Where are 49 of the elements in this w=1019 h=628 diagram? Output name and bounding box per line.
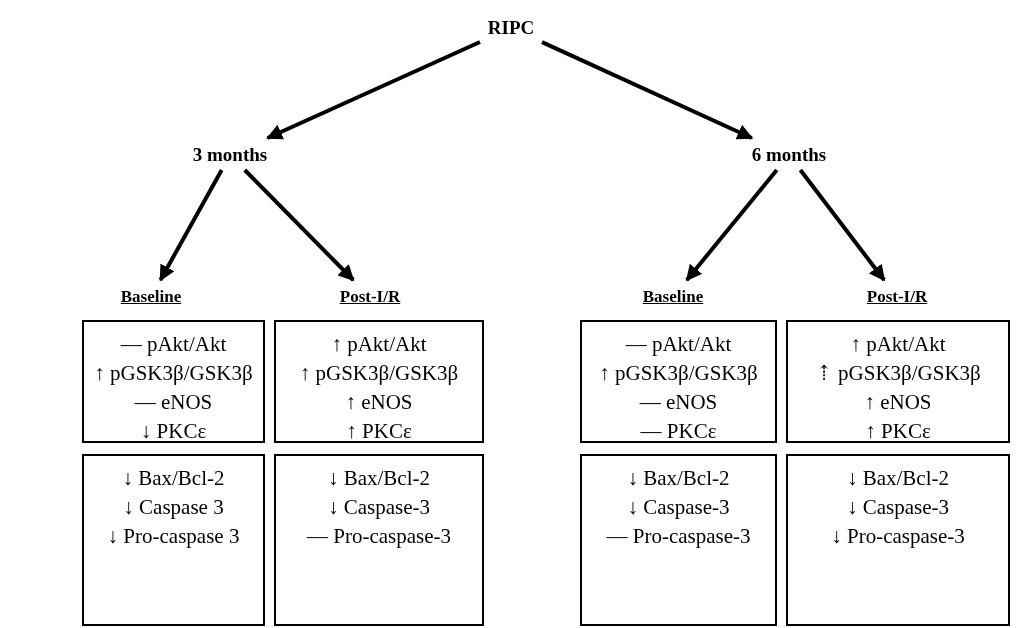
marker-change: ↑ eNOS bbox=[345, 389, 413, 416]
arrow bbox=[158, 169, 224, 282]
marker-change: ↑ pAkt/Akt bbox=[850, 331, 946, 358]
marker-list-box bbox=[580, 454, 777, 626]
branch-label: RIPC bbox=[487, 17, 535, 39]
marker-change: ↑ pGSK3β/GSK3β bbox=[94, 360, 253, 387]
arrow bbox=[266, 40, 481, 140]
marker-list-box bbox=[786, 320, 1010, 443]
group-heading: Baseline bbox=[642, 287, 704, 307]
marker-list-box bbox=[580, 320, 777, 443]
marker-change: ↑ pAkt/Akt bbox=[331, 331, 427, 358]
branch-label: 3 months bbox=[192, 144, 268, 166]
marker-list-box bbox=[82, 320, 265, 443]
arrow bbox=[541, 40, 754, 140]
marker-change: — Pro-caspase-3 bbox=[306, 523, 451, 550]
marker-change: ↑ pGSK3β/GSK3β bbox=[599, 360, 758, 387]
marker-change: ↑ PKCε bbox=[346, 418, 412, 445]
marker-change: ↑ eNOS bbox=[864, 389, 932, 416]
group-heading: Baseline bbox=[120, 287, 182, 307]
marker-change: ↑ pGSK3β/GSK3β bbox=[299, 360, 459, 387]
marker-change: ↑ PKCε bbox=[865, 418, 931, 445]
group-heading: Post-I/R bbox=[866, 287, 928, 307]
branch-label: 6 months bbox=[751, 144, 827, 166]
group-heading: Post-I/R bbox=[339, 287, 401, 307]
marker-change: ↓ Caspase-3 bbox=[327, 494, 431, 521]
marker-change: — pAkt/Akt bbox=[120, 331, 227, 358]
marker-change: ↓ Pro-caspase 3 bbox=[107, 523, 240, 550]
marker-change: ↓ Pro-caspase-3 bbox=[831, 523, 965, 550]
marker-list-box bbox=[786, 454, 1010, 626]
marker-change: ↓ Bax/Bcl-2 bbox=[627, 465, 730, 492]
marker-change: ↓ Caspase 3 bbox=[123, 494, 224, 521]
marker-change: ↓ Bax/Bcl-2 bbox=[327, 465, 431, 492]
arrow bbox=[243, 168, 355, 282]
arrow bbox=[798, 168, 886, 282]
marker-change: — pAkt/Akt bbox=[625, 331, 732, 358]
marker-change: — eNOS bbox=[134, 389, 213, 416]
marker-change: ↓ Bax/Bcl-2 bbox=[122, 465, 225, 492]
arrow bbox=[685, 168, 779, 282]
marker-list-box bbox=[274, 454, 484, 626]
marker-change: — PKCε bbox=[640, 418, 717, 445]
marker-change: ↓ Caspase-3 bbox=[627, 494, 730, 521]
marker-change: — Pro-caspase-3 bbox=[606, 523, 751, 550]
marker-list-box bbox=[82, 454, 265, 626]
marker-change: ↓ Bax/Bcl-2 bbox=[846, 465, 950, 492]
marker-change: ⇡ pGSK3β/GSK3β bbox=[815, 360, 981, 387]
marker-change: — eNOS bbox=[639, 389, 718, 416]
marker-change: ↓ PKCε bbox=[140, 418, 207, 445]
marker-list-box bbox=[274, 320, 484, 443]
marker-change: ↓ Caspase-3 bbox=[846, 494, 950, 521]
